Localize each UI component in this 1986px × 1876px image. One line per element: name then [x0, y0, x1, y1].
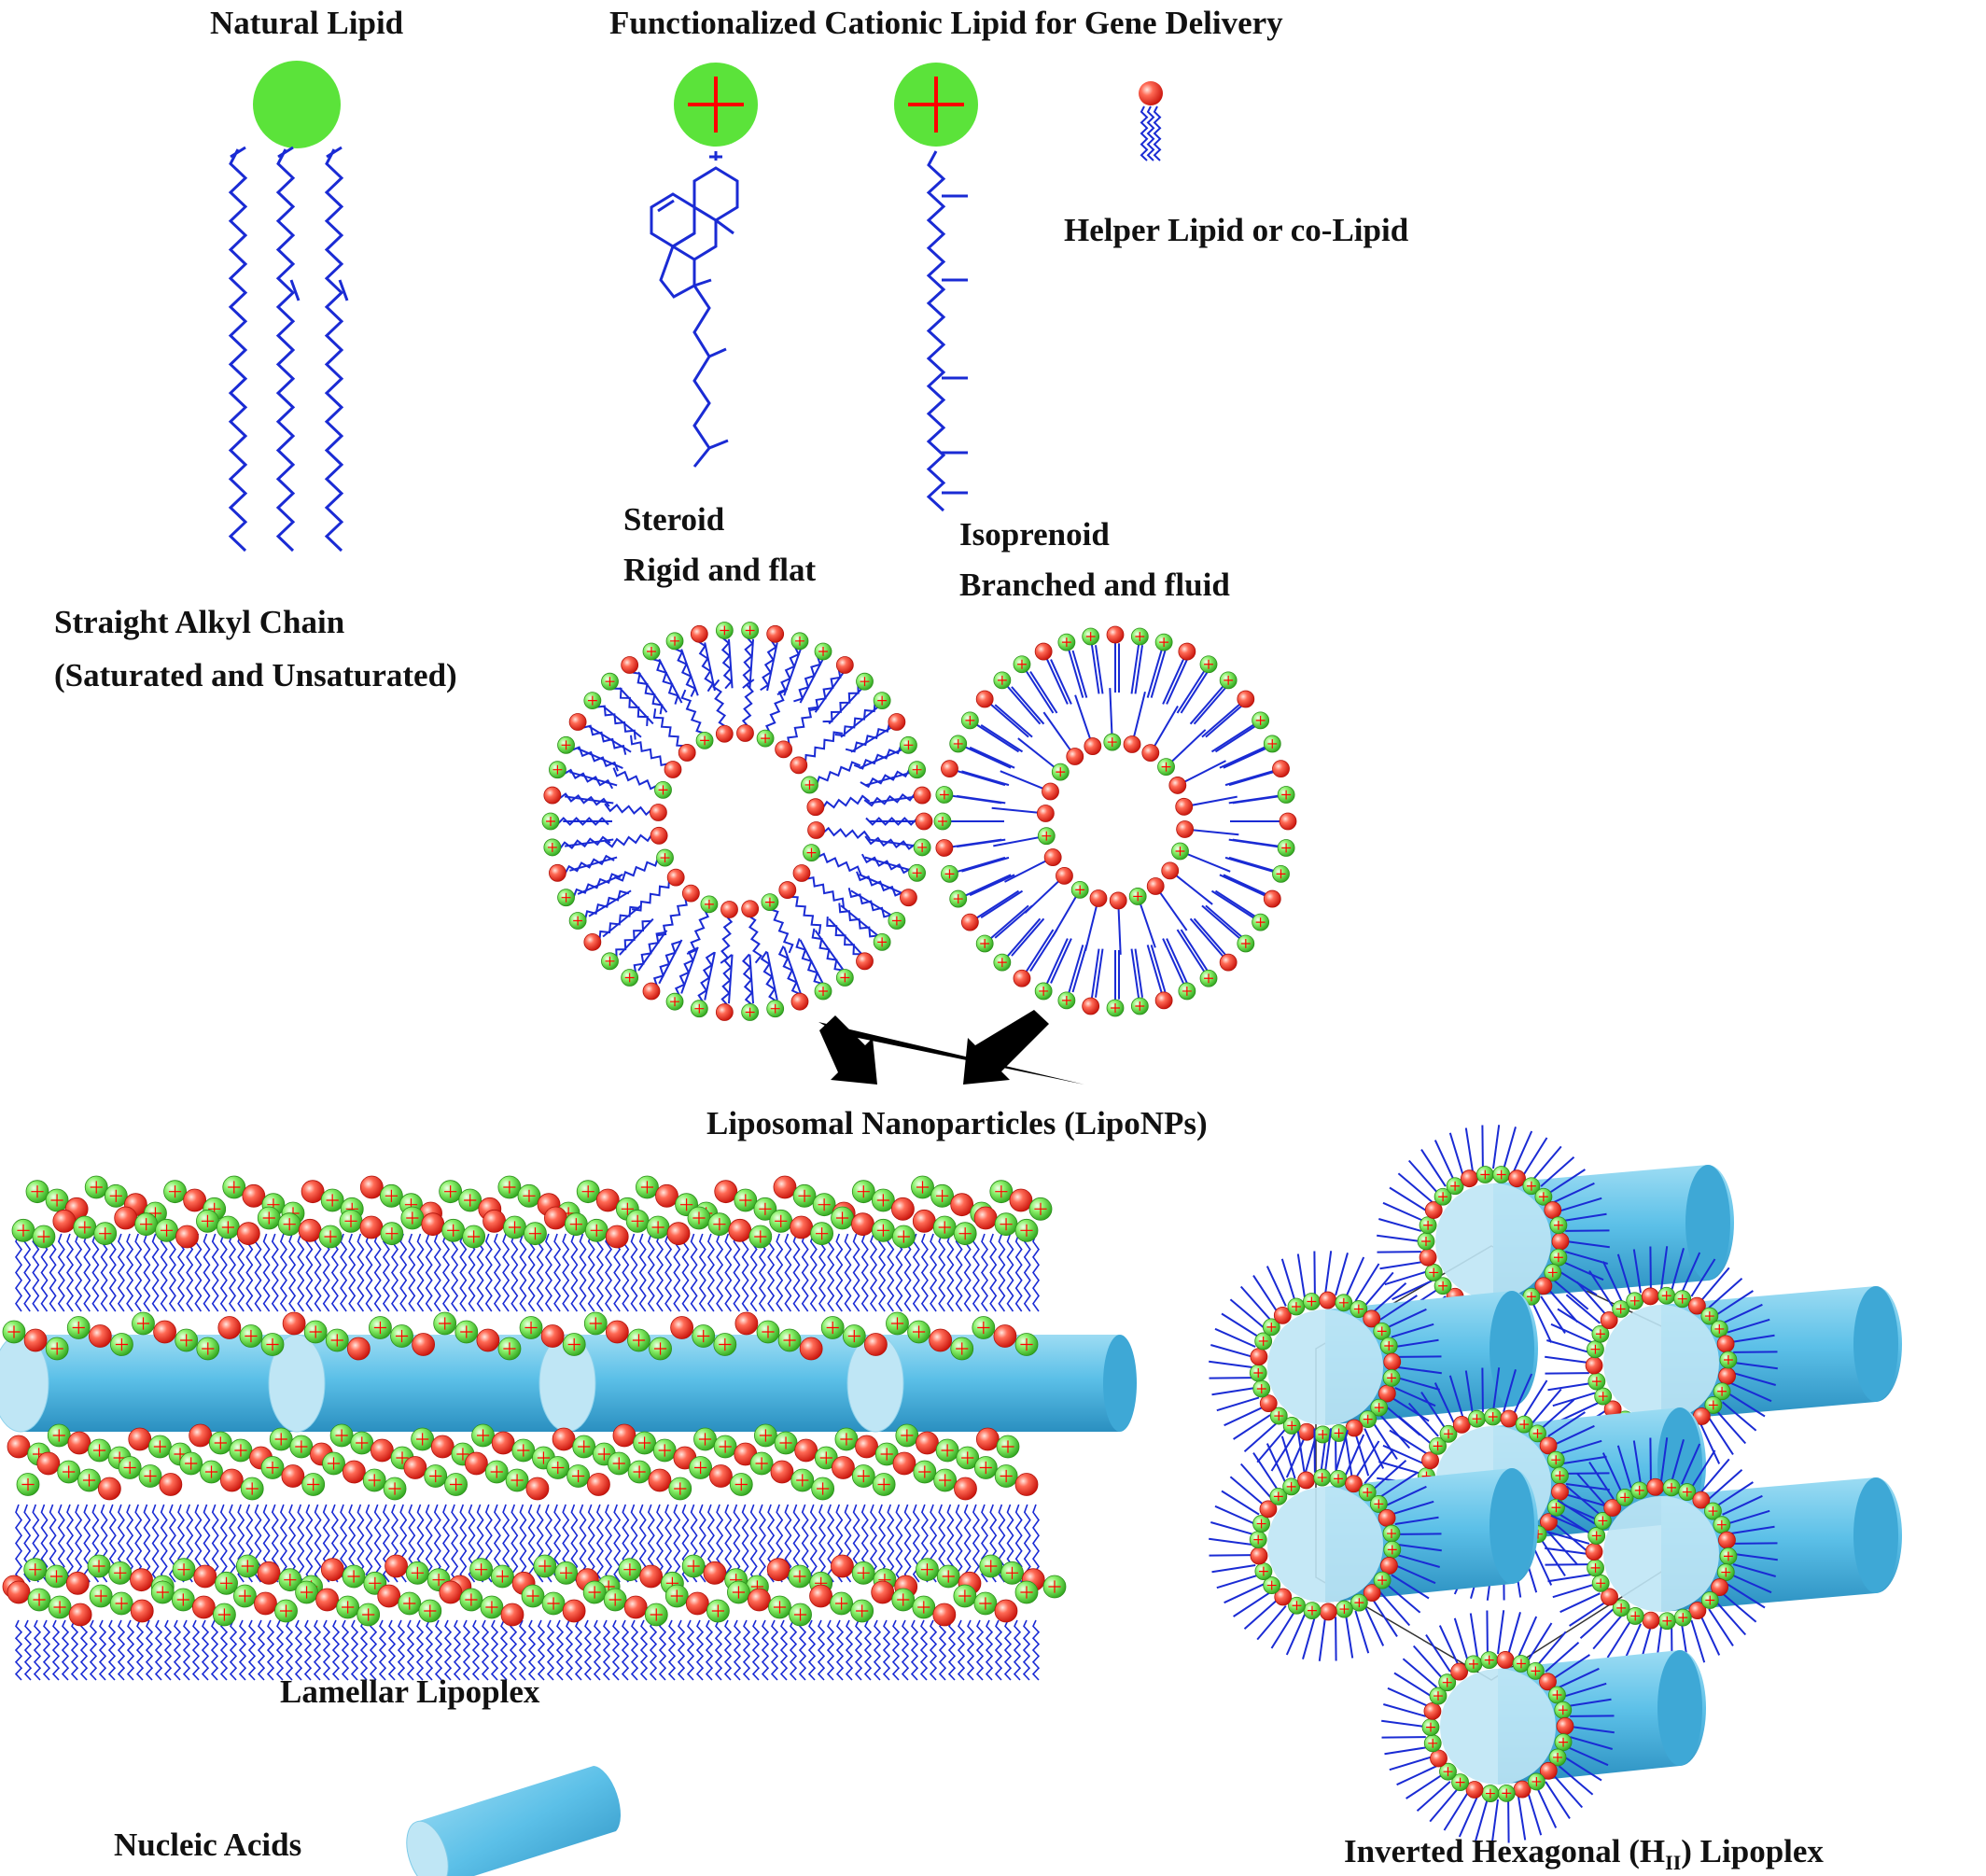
isoprenoid-tail	[926, 150, 968, 512]
natural-lipid-label: Natural Lipid	[210, 5, 404, 41]
isoprenoid-lipid-group	[894, 63, 978, 512]
nucleic-acids-label: Nucleic Acids	[114, 1827, 301, 1863]
straight-alkyl-label: Straight Alkyl Chain	[54, 604, 344, 640]
hex-cell	[1381, 1610, 1706, 1843]
natural-lipid-group	[228, 61, 349, 553]
natural-lipid-tails	[228, 146, 349, 553]
steroid-lipid-group	[650, 63, 758, 468]
hex-cell	[1377, 1125, 1734, 1358]
liposome-isoprenoid	[933, 625, 1297, 1017]
liposomal-np-label: Liposomal Nanoparticles (LipoNPs)	[706, 1105, 1208, 1141]
plus-icon	[908, 77, 964, 133]
nucleic-acid-cylinder-icon	[406, 1766, 621, 1876]
inverted-hexagonal-label: Inverted Hexagonal (HII) Lipoplex	[1344, 1833, 1824, 1874]
natural-lipid-head	[253, 61, 341, 148]
lamellar-label: Lamellar Lipoplex	[280, 1673, 540, 1710]
hex-cell	[1545, 1437, 1902, 1671]
arrow-down-right-icon	[819, 1015, 877, 1085]
rigid-flat-label: Rigid and flat	[623, 552, 816, 588]
arrows	[0, 0, 1084, 1085]
arrow-down-left-icon	[963, 1010, 1049, 1085]
helper-lipid-label: Helper Lipid or co-Lipid	[1064, 212, 1409, 248]
plus-icon	[688, 77, 744, 133]
branched-fluid-label: Branched and fluid	[959, 567, 1230, 603]
isoprenoid-label: Isoprenoid	[959, 516, 1110, 553]
arrow-left-icon	[0, 0, 1084, 1085]
liposome-steroid	[541, 622, 933, 1021]
helper-lipid-icon	[1139, 81, 1163, 161]
hex-cell	[1209, 1428, 1538, 1661]
lamellar-lipoplex	[0, 1175, 1137, 1681]
inverted-hexagonal-lipoplex	[1209, 1125, 1902, 1843]
saturated-unsaturated-label: (Saturated and Unsaturated)	[54, 657, 457, 693]
functionalized-cationic-label: Functionalized Cationic Lipid for Gene D…	[609, 5, 1283, 41]
steroid-label: Steroid	[623, 501, 725, 538]
hex-cell	[1209, 1251, 1538, 1484]
steroid-structure	[650, 151, 739, 468]
